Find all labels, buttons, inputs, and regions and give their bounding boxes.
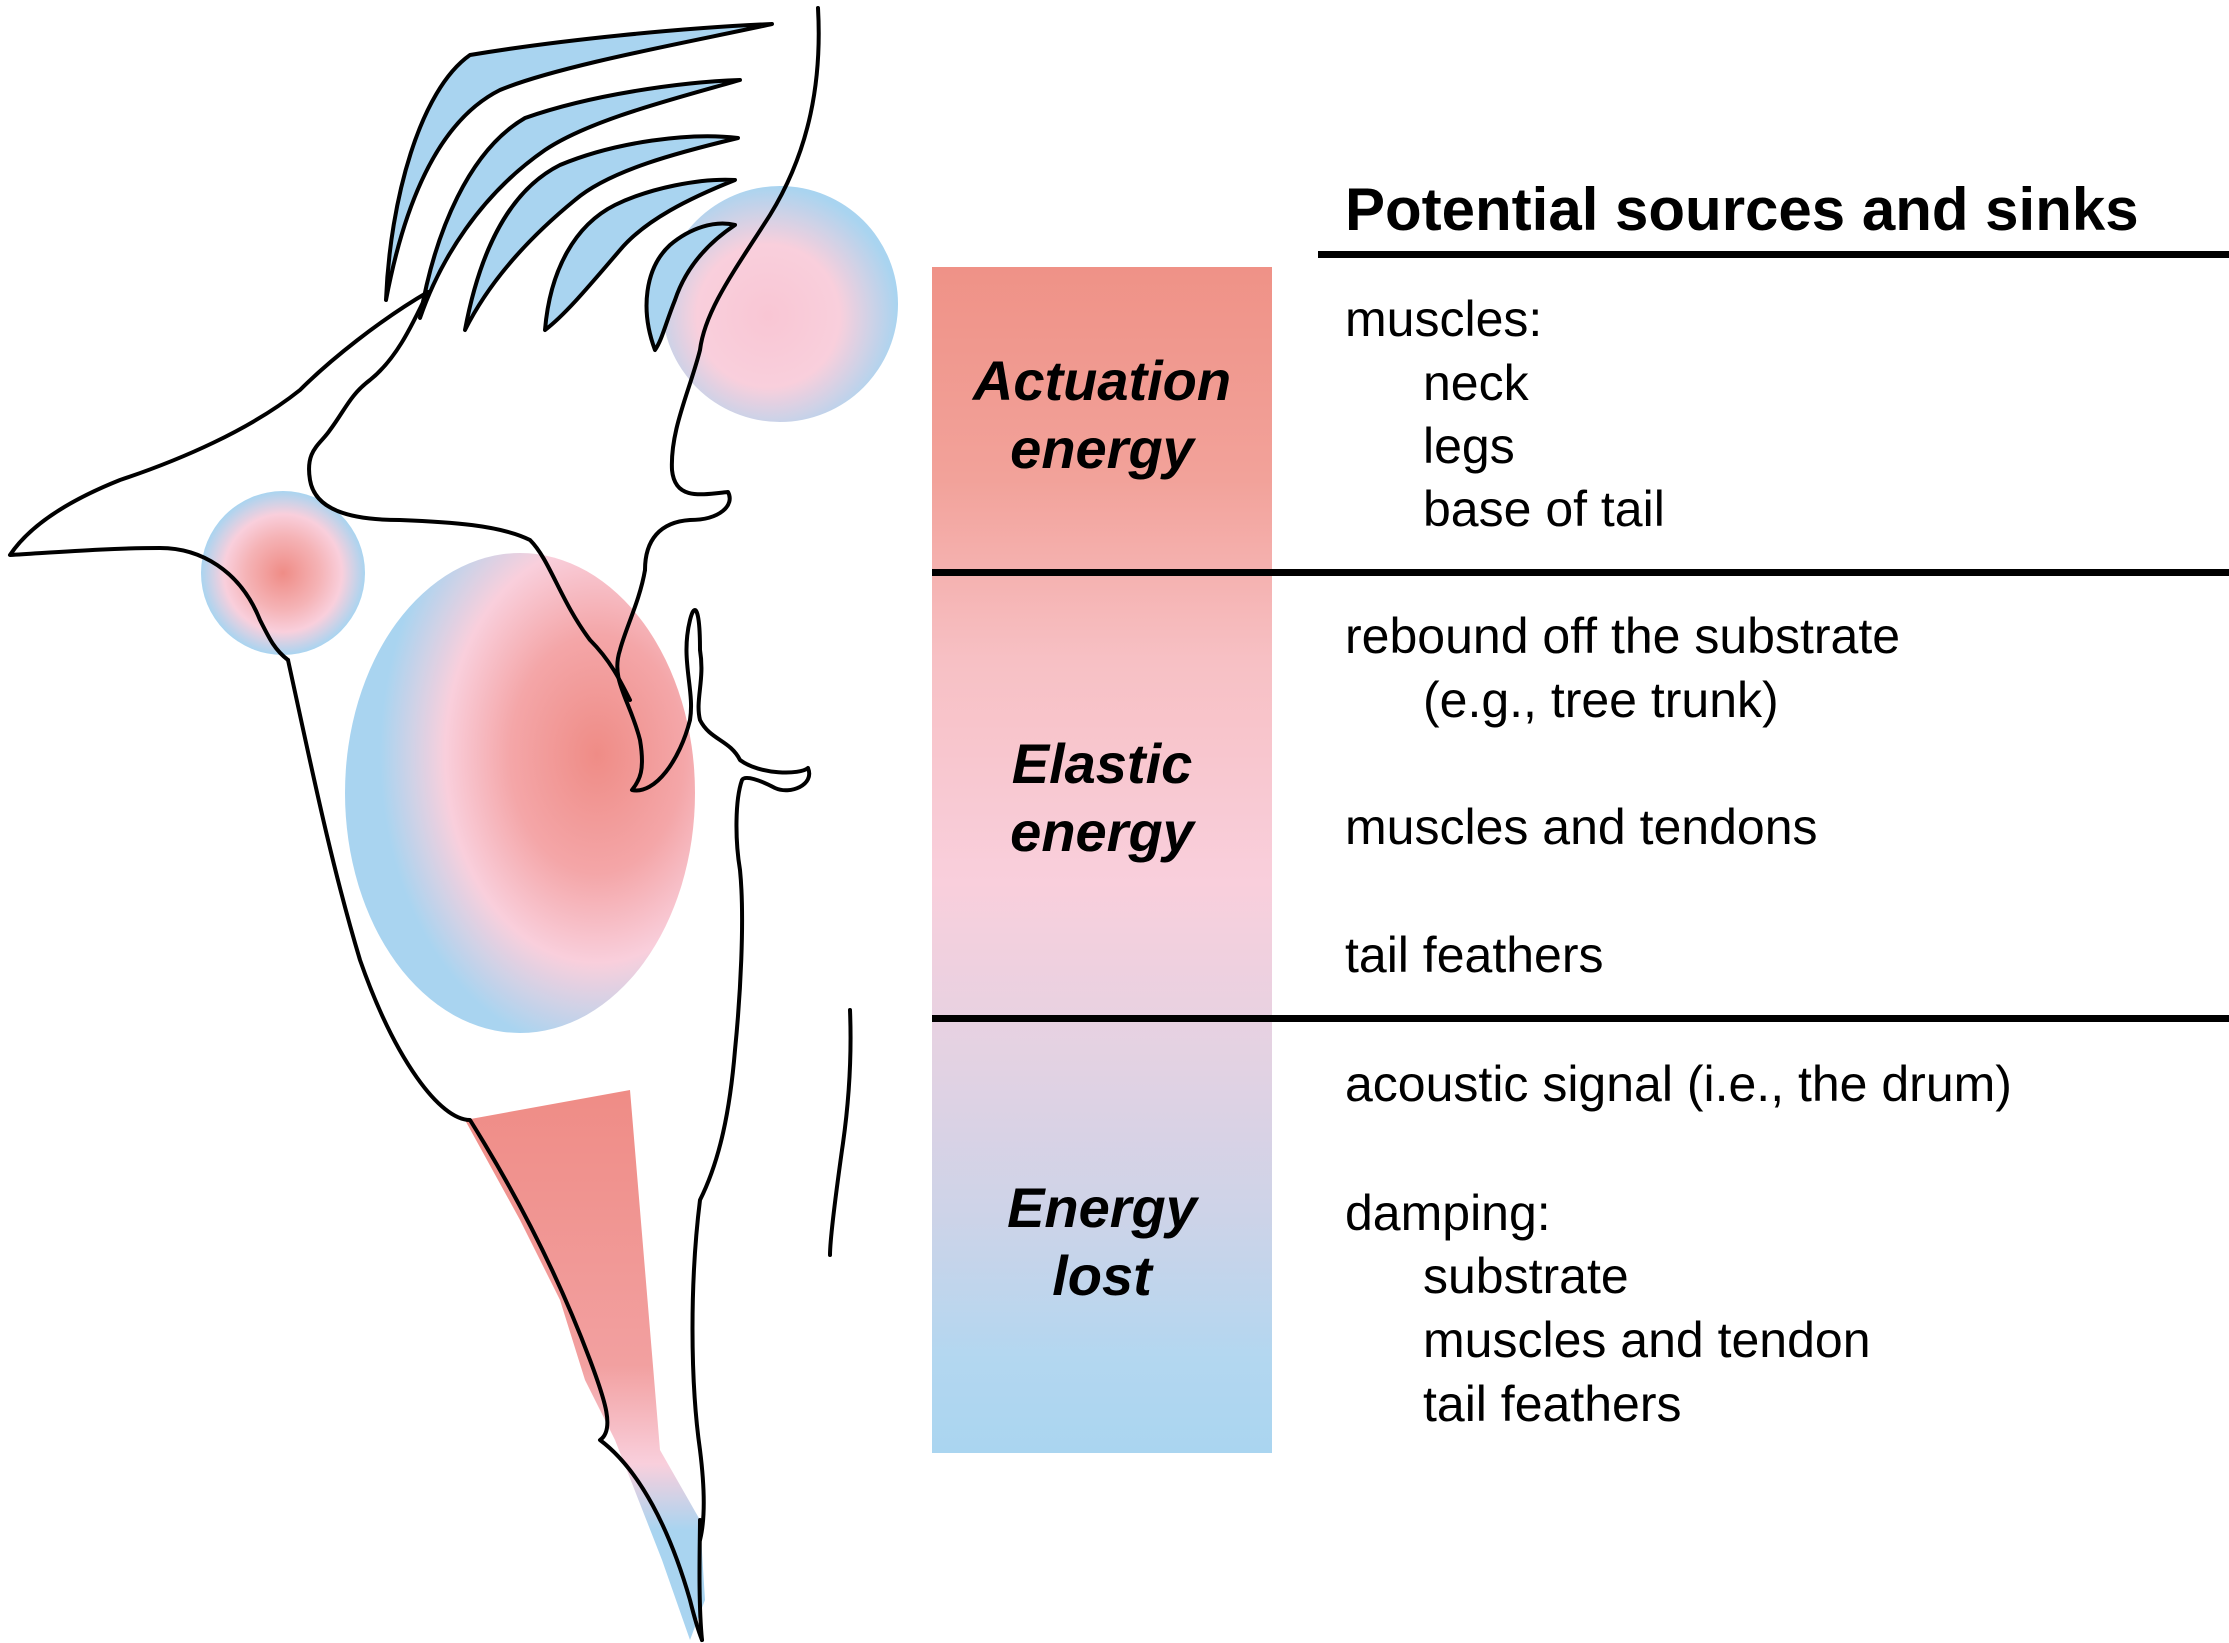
elastic-line2: energy bbox=[1010, 800, 1194, 863]
item-neck: neck bbox=[1423, 355, 1529, 411]
item-base-of-tail: base of tail bbox=[1423, 481, 1665, 537]
item-muscles-tendon: muscles and tendon bbox=[1423, 1312, 1871, 1368]
wing-feather-2 bbox=[418, 78, 742, 320]
elastic-energy-label: Elastic energy bbox=[932, 730, 1272, 866]
item-tree-trunk: (e.g., tree trunk) bbox=[1423, 672, 1779, 728]
energy-gradient-bar bbox=[932, 267, 1272, 1453]
neck-energy-region bbox=[662, 186, 898, 422]
item-tail-feathers: tail feathers bbox=[1345, 927, 1604, 983]
divider-elastic-lost bbox=[932, 1015, 2229, 1022]
energy-lost-line2: lost bbox=[1052, 1244, 1152, 1307]
elastic-line1: Elastic bbox=[1011, 732, 1193, 795]
tail-energy-region bbox=[465, 1090, 705, 1640]
bird-back-outline bbox=[643, 6, 821, 572]
actuation-energy-label: Actuation energy bbox=[932, 347, 1272, 483]
heading-rule bbox=[1318, 251, 2229, 258]
woodpecker-illustration bbox=[8, 6, 898, 1642]
item-muscles-tendons: muscles and tendons bbox=[1345, 799, 1818, 855]
divider-actuation-elastic bbox=[932, 569, 2229, 576]
actuation-line2: energy bbox=[1010, 417, 1194, 480]
bird-tail-tip-outline bbox=[697, 1518, 704, 1642]
bird-front-outline bbox=[286, 658, 704, 1642]
item-substrate: substrate bbox=[1423, 1248, 1629, 1304]
body-energy-region bbox=[345, 553, 695, 1033]
head-energy-region bbox=[201, 491, 365, 655]
wing-feather-3 bbox=[463, 134, 740, 332]
wing-feather-5 bbox=[644, 221, 737, 352]
bird-head-outline bbox=[8, 290, 430, 662]
energy-lost-label: Energy lost bbox=[932, 1174, 1272, 1310]
item-damping: damping: bbox=[1345, 1185, 1551, 1241]
tree-bark-line bbox=[828, 1008, 853, 1257]
item-tail-feathers-2: tail feathers bbox=[1423, 1376, 1682, 1432]
item-rebound: rebound off the substrate bbox=[1345, 608, 1901, 664]
item-acoustic-signal: acoustic signal (i.e., the drum) bbox=[1345, 1056, 2012, 1112]
actuation-line1: Actuation bbox=[972, 349, 1232, 412]
energy-lost-line1: Energy bbox=[1007, 1176, 1197, 1239]
wing-feather-1 bbox=[384, 22, 774, 302]
bird-tree-edge-outline bbox=[615, 568, 812, 1542]
item-muscles: muscles: bbox=[1345, 291, 1543, 347]
item-legs: legs bbox=[1423, 418, 1515, 474]
bird-crest-outline bbox=[307, 290, 632, 702]
wing-feather-4 bbox=[543, 177, 737, 332]
table-heading: Potential sources and sinks bbox=[1345, 176, 2139, 243]
